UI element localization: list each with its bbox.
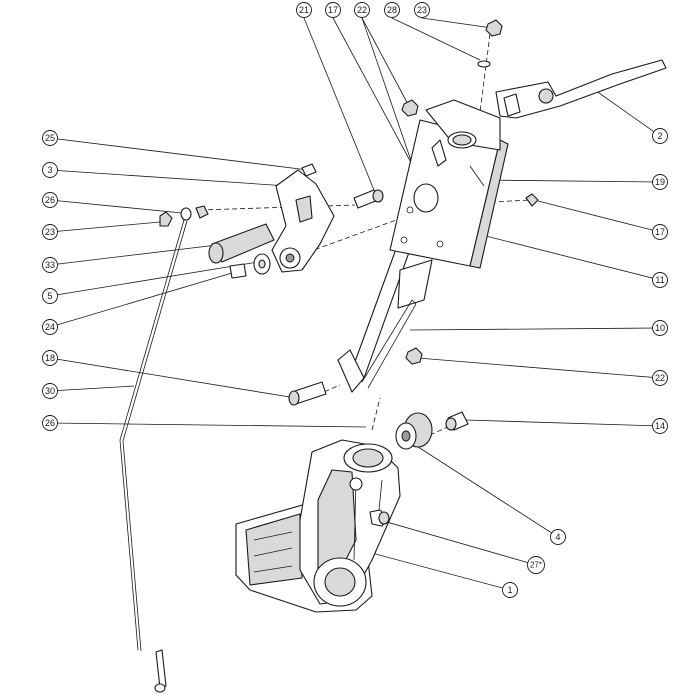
handle-grip-part-33 xyxy=(208,223,275,264)
leader-lines xyxy=(49,17,661,591)
callout-2: 2 xyxy=(652,128,668,144)
top-bracket-part-19 xyxy=(425,99,501,187)
fasteners-top xyxy=(401,19,539,365)
callout-21-text: 21 xyxy=(299,5,309,15)
callout-3-text: 3 xyxy=(47,165,52,175)
lever-arm-part-2 xyxy=(495,59,667,119)
callout-23-left-text: 23 xyxy=(45,227,55,237)
callout-18-text: 18 xyxy=(45,353,55,363)
callout-17-top-text: 17 xyxy=(328,5,338,15)
callout-27-text: 27* xyxy=(530,561,542,570)
callout-5-text: 5 xyxy=(47,291,52,301)
callout-22-right-text: 22 xyxy=(655,373,665,383)
callout-14: 14 xyxy=(652,418,668,434)
bushing-part-14 xyxy=(445,411,469,431)
callout-23-top-text: 23 xyxy=(417,5,427,15)
bolt-part-18 xyxy=(288,381,327,406)
callout-25: 25 xyxy=(42,130,58,146)
fasteners-left xyxy=(159,205,271,279)
callout-11-text: 11 xyxy=(655,275,664,285)
callout-19-text: 19 xyxy=(655,177,665,187)
callout-33-text: 33 xyxy=(45,260,55,270)
callout-17-right: 17 xyxy=(652,224,668,240)
vertical-bar-part-10 xyxy=(337,237,433,393)
callout-4-text: 4 xyxy=(555,532,560,542)
callout-labels: 21 17 22 28 23 25 3 26 23 33 5 24 18 30 … xyxy=(42,2,668,598)
callout-22-top-text: 22 xyxy=(357,5,367,15)
callout-27: 27* xyxy=(527,556,545,574)
callout-14-text: 14 xyxy=(655,421,665,431)
callout-24: 24 xyxy=(42,319,58,335)
callout-33: 33 xyxy=(42,257,58,273)
callout-2-text: 2 xyxy=(657,131,662,141)
base-bracket-part-1 xyxy=(235,439,401,613)
housing-plate-part-11 xyxy=(389,119,509,269)
callout-3: 3 xyxy=(42,162,58,178)
callout-17-top: 17 xyxy=(325,2,341,18)
callout-23-top: 23 xyxy=(414,2,430,18)
callout-26-lower: 26 xyxy=(42,415,58,431)
callout-23-left: 23 xyxy=(42,224,58,240)
callout-17-right-text: 17 xyxy=(655,227,665,237)
callout-26-left-text: 26 xyxy=(45,195,55,205)
callout-24-text: 24 xyxy=(45,322,55,332)
callout-21: 21 xyxy=(296,2,312,18)
callout-30-text: 30 xyxy=(45,386,55,396)
callout-26-lower-text: 26 xyxy=(45,418,55,428)
callout-28: 28 xyxy=(384,2,400,18)
callout-4: 4 xyxy=(550,529,566,545)
callout-30: 30 xyxy=(42,383,58,399)
assembly-axes xyxy=(199,33,531,436)
callout-18: 18 xyxy=(42,350,58,366)
callout-28-text: 28 xyxy=(387,5,397,15)
pivot-bracket-part-3 xyxy=(271,163,335,273)
callout-26-left: 26 xyxy=(42,192,58,208)
callout-5: 5 xyxy=(42,288,58,304)
roller-part-4 xyxy=(395,412,433,450)
callout-10: 10 xyxy=(652,320,668,336)
callout-1: 1 xyxy=(502,582,518,598)
callout-11: 11 xyxy=(652,272,668,288)
callout-22-top: 22 xyxy=(354,2,370,18)
callout-19: 19 xyxy=(652,174,668,190)
callout-1-text: 1 xyxy=(507,585,512,595)
rod-part-30 xyxy=(119,219,188,693)
callout-22-right: 22 xyxy=(652,370,668,386)
callout-25-text: 25 xyxy=(45,133,55,143)
screw-part-21 xyxy=(353,189,384,209)
fitting-part-27 xyxy=(369,509,390,527)
callout-10-text: 10 xyxy=(655,323,665,333)
